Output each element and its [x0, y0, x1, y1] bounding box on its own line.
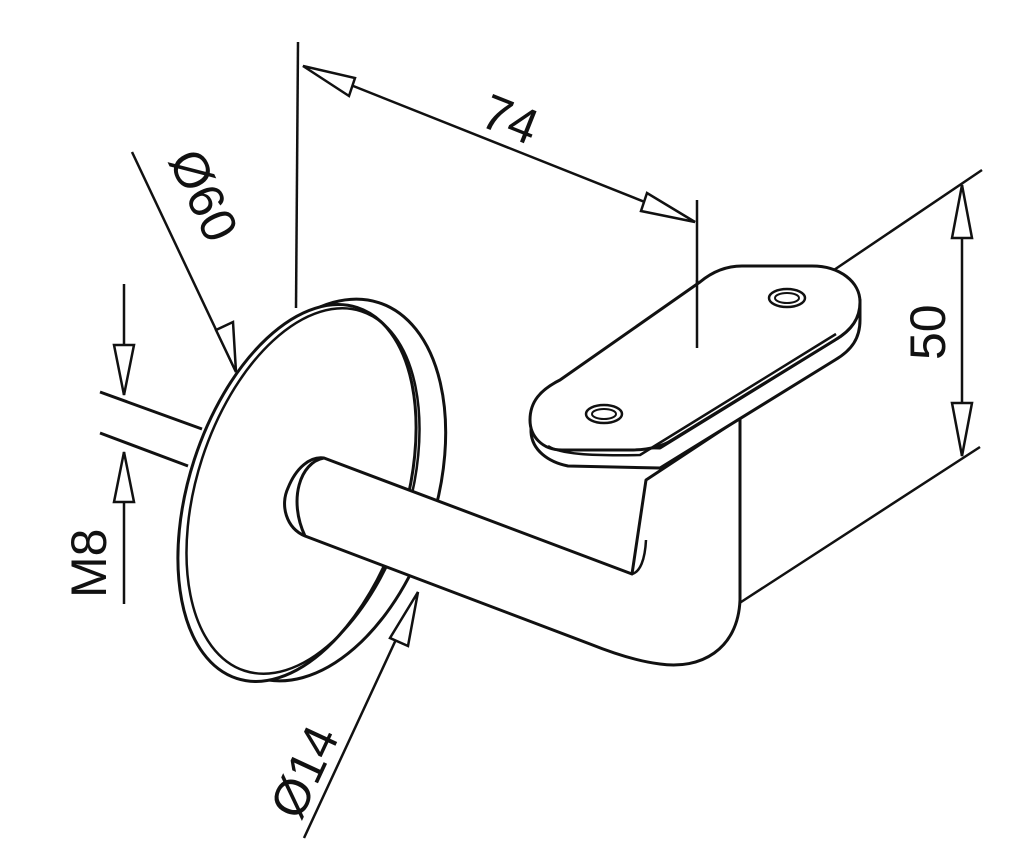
- dimension-74: [294, 41, 699, 348]
- bent-bar-bend: [631, 539, 648, 576]
- arrowhead-bottom: [950, 401, 974, 457]
- dimension-label-diameter-14: Ø14: [259, 717, 350, 826]
- threaded-rod: [99, 390, 203, 468]
- dimension-m8: [112, 284, 136, 604]
- dimension-diameter-14: [302, 591, 420, 839]
- arrowhead-right: [639, 191, 696, 224]
- arrowhead-14: [388, 591, 420, 648]
- screw-hole-1-inner: [774, 292, 800, 304]
- dimension-label-m8: M8: [61, 529, 117, 598]
- screw-hole-2-inner: [591, 408, 617, 420]
- screw-hole-2: [584, 403, 624, 425]
- mounting-pad: [528, 264, 862, 470]
- dimension-50: [737, 168, 983, 606]
- dimension-label-74: 74: [474, 83, 546, 156]
- dimension-line-74: [302, 64, 696, 224]
- arrowhead-top: [950, 184, 974, 240]
- arrowhead-60: [214, 320, 238, 373]
- dimension-label-50: 50: [900, 304, 956, 360]
- pad-top-chamfer: [547, 332, 837, 457]
- pad-top-surface: [528, 264, 862, 452]
- screw-hole-1: [767, 287, 807, 309]
- extension-line-bottom: [737, 445, 981, 606]
- bent-bar-body: [283, 416, 742, 667]
- extension-line-top: [827, 168, 983, 276]
- bent-bar: [283, 416, 742, 667]
- extension-line-left: [294, 41, 300, 309]
- arrowhead-left: [302, 64, 357, 98]
- dimension-diameter-60: [130, 151, 238, 373]
- arrowhead-m8-bottom: [112, 451, 136, 504]
- bent-bar-end-cap: [295, 456, 325, 537]
- arrowhead-m8-top: [112, 343, 136, 396]
